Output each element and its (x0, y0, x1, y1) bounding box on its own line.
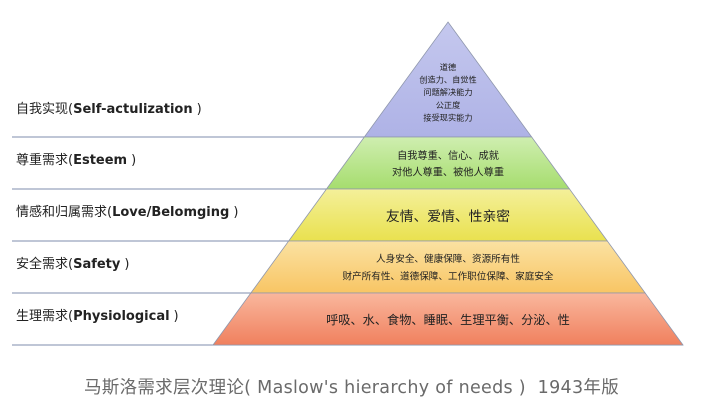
level-safety-text: 人身安全、健康保障、资源所有性 (376, 253, 520, 265)
level-self-text: 创造力、自觉性 (419, 75, 476, 85)
level-label-esteem: 尊重需求(Esteem) (16, 152, 136, 168)
level-love-text: 友情、爱情、性亲密 (386, 208, 510, 225)
pyramid-diagram: 道德创造力、自觉性问题解决能力公正度接受现实能力自我尊重、信心、成就对他人尊重、… (12, 21, 684, 346)
diagram-title: 马斯洛需求层次理论( Maslow's hierarchy of needs )… (83, 378, 619, 398)
pyramid-level-esteem (325, 136, 571, 190)
level-self-text: 接受现实能力 (423, 112, 472, 122)
level-label-self: 自我实现(Self-actulization) (16, 102, 202, 117)
level-label-safety: 安全需求(Safety) (16, 256, 129, 272)
level-self-text: 道德 (440, 62, 456, 72)
level-self-text: 问题解决能力 (423, 87, 472, 97)
pyramid-level-physiological (212, 292, 684, 346)
level-esteem-text: 对他人尊重、被他人尊重 (392, 166, 504, 179)
level-label-love: 情感和归属需求(Love/Belomging) (16, 204, 238, 220)
level-label-physiological: 生理需求(Physiological) (16, 309, 179, 324)
level-physiological-text: 呼吸、水、食物、睡眠、生理平衡、分泌、性 (326, 312, 570, 327)
pyramid-level-safety (250, 240, 646, 294)
level-self-text: 公正度 (436, 100, 461, 110)
level-safety-text: 财产所有性、道德保障、工作职位保障、家庭安全 (342, 271, 553, 283)
level-esteem-text: 自我尊重、信心、成就 (397, 149, 499, 162)
